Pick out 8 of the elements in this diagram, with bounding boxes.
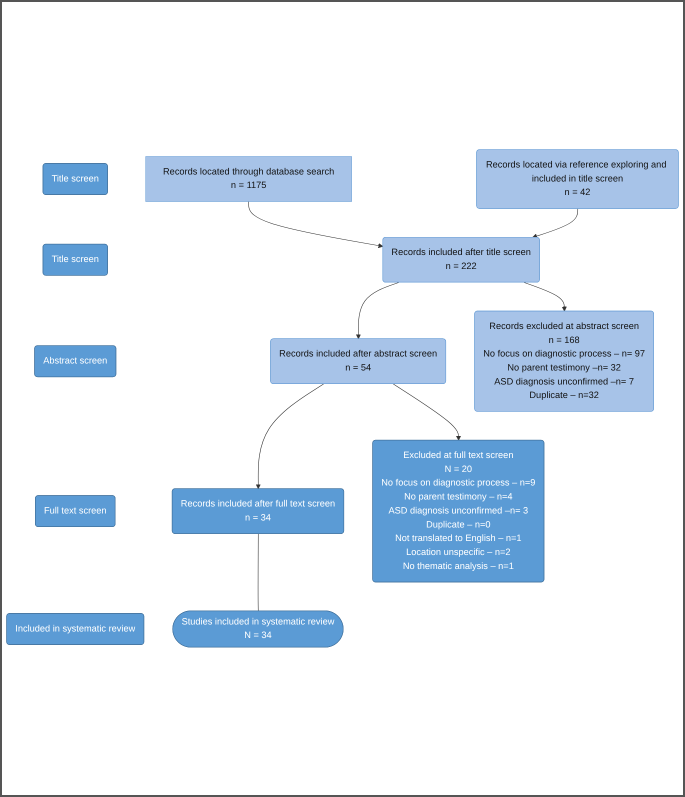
arrow [532, 208, 578, 239]
arrow [248, 201, 384, 248]
node-box: Records located through database search n = 1175 [145, 156, 352, 202]
arrow [356, 282, 399, 340]
connector [258, 534, 259, 612]
arrow [524, 282, 567, 312]
arrow [393, 384, 462, 441]
arrow [256, 384, 324, 490]
